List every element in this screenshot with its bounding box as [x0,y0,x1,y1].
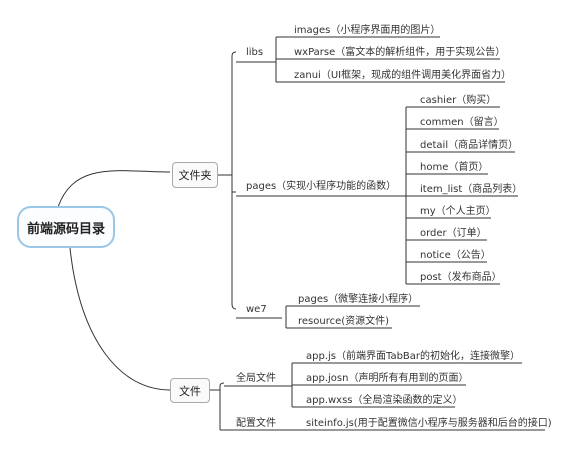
leaf-config-siteinfo[interactable]: siteinfo.js(用于配置微信小程序与服务器和后台的接口) [306,418,552,429]
root-node[interactable]: 前端源码目录 [17,206,115,248]
leaf-libs-zanui[interactable]: zanui（UI框架，现成的组件调用美化界面省力） [294,70,512,81]
leaf-we7-pages[interactable]: pages（微擎连接小程序） [298,294,419,305]
leaf-pages-home[interactable]: home（首页） [420,162,489,173]
branch-we7[interactable]: we7 [246,304,267,315]
leaf-pages-commen[interactable]: commen（留言） [420,117,504,128]
main-node-files[interactable]: 文件 [170,378,210,403]
leaf-global-appjs[interactable]: app.js（前端界面TabBar的初始化，连接微擎） [306,351,521,362]
leaf-pages-notice[interactable]: notice（公告） [420,250,491,261]
leaf-libs-images[interactable]: images（小程序界面用的图片） [294,25,441,36]
branch-pages[interactable]: pages（实现小程序功能的函数） [246,181,397,192]
leaf-pages-post[interactable]: post（发布商品） [420,272,502,283]
leaf-global-appwxss[interactable]: app.wxss（全局渲染函数的定义） [306,395,463,406]
leaf-pages-order[interactable]: order（订单） [420,228,487,239]
leaf-pages-detail[interactable]: detail（商品详情页） [420,140,519,151]
leaf-pages-my[interactable]: my（个人主页） [420,206,496,217]
leaf-pages-cashier[interactable]: cashier（购买） [420,95,497,106]
main-node-folders[interactable]: 文件夹 [172,162,218,188]
branch-global-files[interactable]: 全局文件 [236,373,276,384]
leaf-we7-resource[interactable]: resource(资源文件) [298,316,390,327]
leaf-pages-item-list[interactable]: item_list（商品列表） [420,184,523,195]
branch-config-files[interactable]: 配置文件 [236,418,276,429]
branch-libs[interactable]: libs [246,47,264,58]
leaf-global-appjosn[interactable]: app.josn（声明所有有用到的页面） [306,373,469,384]
leaf-libs-wxparse[interactable]: wxParse（富文本的解析组件，用于实现公告） [294,47,506,58]
